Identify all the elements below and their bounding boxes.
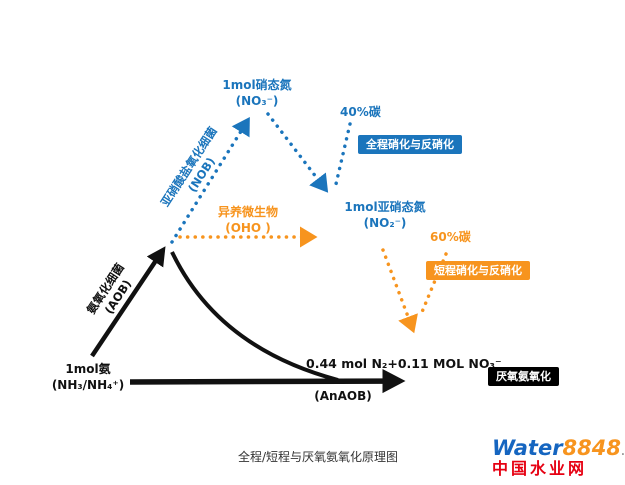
nitrite-node-label: 1mol亚硝态氮 (NO₂⁻) (325, 200, 445, 231)
ammonia-line1: 1mol氨 (65, 362, 111, 376)
logo-chinese-text: 中国水业网 (492, 459, 588, 479)
oho-line1: 异养微生物 (217, 205, 278, 219)
nitrite-to-result-arrow (381, 248, 418, 334)
ammonia-node-label: 1mol氨 (NH₃/NH₄⁺) (28, 362, 148, 393)
logo-water-text: Water (492, 436, 563, 460)
nitrate-line1: 1mol硝态氮 (222, 78, 292, 92)
nitrite-line2: (NO₂⁻) (363, 215, 407, 230)
diagram-caption: 全程/短程与厌氧氨氧化原理图 (238, 450, 399, 464)
nob-arrow (170, 117, 250, 244)
nitrite-line1: 1mol亚硝态氮 (344, 200, 426, 214)
nitrate-line2: (NO₃⁻) (235, 93, 279, 108)
ammonia-line2: (NH₃/NH₄⁺) (51, 377, 125, 392)
full-process-badge: 全程硝化与反硝化 (358, 135, 462, 155)
carbon40-feed-line (334, 122, 352, 186)
result-label: 0.44 mol N₂+0.11 MOL NO₃⁻ (306, 356, 502, 371)
nitrate-to-nitrite-arrow (266, 112, 329, 193)
logo-com-text: .com (621, 447, 625, 458)
logo-8848-text: 8848 (562, 436, 621, 460)
water8848-logo: Water8848.com 中国水业网 (492, 437, 625, 478)
carbon60-feed-line (420, 252, 448, 314)
carbon60-label: 60%碳 (430, 230, 471, 244)
carbon40-label: 40%碳 (340, 105, 381, 119)
oho-line2: (OHO ) (225, 220, 271, 235)
short-process-badge: 短程硝化与反硝化 (426, 261, 530, 281)
logo-top-line: Water8848.com (492, 437, 625, 459)
anammox-curve (170, 251, 339, 382)
anaob-label: (AnAOB) (314, 389, 372, 403)
nitrate-node-label: 1mol硝态氮 (NO₃⁻) (192, 78, 322, 109)
main-horizontal-arrow (129, 368, 406, 394)
anammox-badge: 厌氧氨氧化 (488, 367, 559, 387)
aob-arrow (90, 246, 166, 358)
oho-edge-label: 异养微生物 (OHO ) (197, 205, 299, 236)
